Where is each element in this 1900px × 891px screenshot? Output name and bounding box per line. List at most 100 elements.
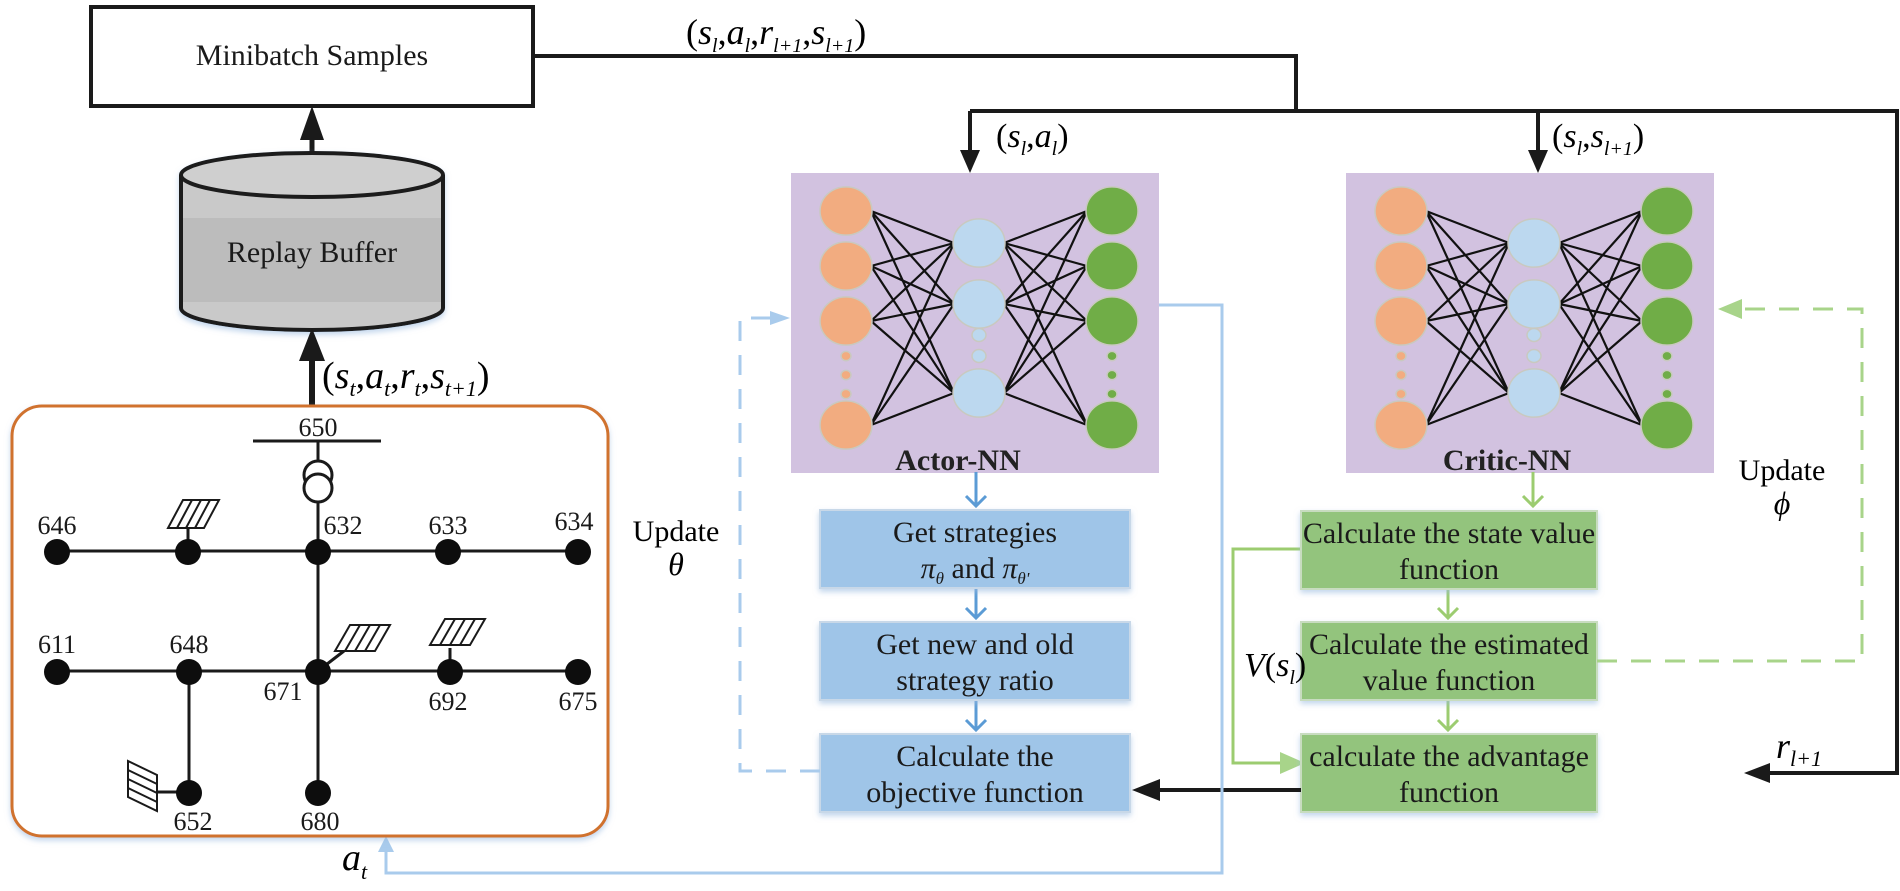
value-label: V(sl)	[1244, 647, 1306, 689]
critic-nn-edge	[1425, 265, 1510, 394]
actor-nn-edge	[1003, 241, 1088, 268]
bus-label-646: 646	[38, 511, 77, 540]
actor-nn-output-node	[1085, 241, 1139, 291]
actor-nn-edge	[870, 209, 955, 245]
bus-label-692: 692	[429, 687, 468, 716]
critic-step-state-value: Calculate the state value function	[1300, 510, 1598, 590]
svg-text:strategy ratio: strategy ratio	[896, 664, 1053, 697]
critic-nn-input-node	[1374, 296, 1428, 346]
bus-label-611: 611	[38, 630, 76, 659]
critic-nn-ellipsis-dot	[1395, 388, 1407, 400]
critic-nn-input-node	[1374, 400, 1428, 450]
critic-nn-edge	[1558, 210, 1643, 305]
pv-panel-icon	[333, 624, 392, 652]
actor-nn-ellipsis-dot	[1106, 388, 1118, 400]
actor-nn-hidden-node	[952, 279, 1006, 329]
critic-nn-edge	[1425, 302, 1510, 323]
critic-nn-edge	[1558, 303, 1643, 426]
actor-nn-hidden-node	[952, 218, 1006, 268]
critic-nn-ellipsis-dot	[1661, 369, 1673, 381]
actor-nn-edge	[870, 265, 955, 394]
actor-input-arrowhead	[960, 150, 980, 173]
action-label: at	[342, 837, 368, 884]
actor-nn-ellipsis-dot	[840, 369, 852, 381]
critic-nn-edge	[1558, 265, 1643, 394]
actor-nn-edge	[870, 302, 955, 323]
svg-text:function: function	[1399, 553, 1499, 586]
critic-step-estimated-value: Calculate the estimated value function	[1300, 621, 1598, 701]
update-phi-loop	[1597, 307, 1864, 663]
minibatch-tuple-label: (sl,al,rl+1,sl+1)	[686, 12, 866, 57]
critic-nn-input-node	[1374, 186, 1428, 236]
critic-step-advantage: calculate the advantage function	[1300, 733, 1598, 813]
minibatch-output-line	[533, 54, 1899, 775]
critic-nn-edge	[1425, 241, 1510, 268]
bus-634	[565, 539, 591, 565]
replay-buffer-cylinder	[179, 151, 445, 332]
critic-nn-ellipsis-dot	[1395, 369, 1407, 381]
actor-nn-ellipsis-dot	[1106, 369, 1118, 381]
svg-text:Calculate the: Calculate the	[896, 740, 1053, 773]
bus-633	[435, 539, 461, 565]
actor-nn-input-node	[819, 400, 873, 450]
critic-nn-hidden-node	[1507, 218, 1561, 268]
actor-step-strategy-ratio: Get new and old strategy ratio	[819, 621, 1131, 701]
svg-text:Get strategies: Get strategies	[893, 516, 1057, 549]
pv-panel-icon	[428, 618, 487, 646]
bus-671	[305, 659, 331, 685]
critic-nn-edge	[1425, 209, 1510, 245]
update-theta-word: Update	[633, 515, 720, 548]
actor-nn-edge	[1002, 242, 1089, 426]
bus-label-652: 652	[174, 807, 213, 836]
update-phi-symbol: ϕ	[1774, 485, 1791, 521]
actor-nn-title: Actor-NN	[895, 444, 1021, 477]
actor-nn-panel	[791, 173, 1159, 473]
env-to-buffer-arrow	[299, 328, 325, 406]
actor-input-label: (sl,al)	[996, 118, 1069, 160]
actor-nn-input-node	[819, 296, 873, 346]
actor-nn-ellipsis-dot	[840, 388, 852, 400]
bus-label-680: 680	[301, 807, 340, 836]
bus-label-650: 650	[299, 413, 338, 442]
svg-text:objective function: objective function	[866, 776, 1083, 809]
bus-label-675: 675	[559, 687, 598, 716]
critic-nn-ellipsis-dot	[1661, 388, 1673, 400]
critic-nn-ellipsis-dot	[1526, 327, 1542, 343]
minibatch-samples-label: Minibatch Samples	[196, 39, 428, 72]
bus-label-633: 633	[429, 511, 468, 540]
critic-nn-edge	[1557, 242, 1644, 426]
actor-nn-ellipsis-dot	[840, 350, 852, 362]
svg-text:πθ and πθ': πθ and πθ'	[921, 552, 1030, 588]
critic-nn-edge	[1424, 242, 1511, 426]
actor-nn-input-node	[819, 186, 873, 236]
actor-nn-edge	[870, 242, 955, 322]
reward-arrowhead	[1744, 763, 1770, 783]
reward-label: rl+1	[1776, 726, 1822, 771]
critic-nn-edge	[1557, 210, 1644, 394]
actor-nn-edge	[870, 210, 955, 305]
critic-input-arrowhead	[1528, 150, 1548, 173]
bus-692	[437, 659, 463, 685]
actor-nn-edge	[1003, 320, 1088, 394]
critic-nn-edge	[1558, 209, 1643, 245]
critic-nn-edge	[1425, 391, 1510, 427]
power-grid-environment: 650 646 632 633 634 611 648 671 692 675 …	[10, 404, 610, 838]
actor-nn-edge	[1003, 210, 1088, 305]
minibatch-samples-box: Minibatch Samples	[89, 5, 535, 108]
bus-label-671: 671	[264, 677, 303, 706]
actor-step-get-strategies: Get strategies πθ and πθ'	[819, 509, 1131, 589]
bus-632	[305, 539, 331, 565]
critic-nn-connections	[1424, 209, 1644, 427]
update-theta-loop	[738, 316, 820, 773]
actor-nn-edge	[1002, 210, 1089, 394]
bus-label-634: 634	[555, 507, 594, 536]
actor-nn-edge	[870, 320, 955, 394]
actor-nn-edge	[1003, 264, 1088, 306]
actor-step-objective-function: Calculate the objective function	[819, 733, 1131, 813]
critic-nn-ellipsis-dot	[1661, 350, 1673, 362]
actor-nn-output-node	[1085, 186, 1139, 236]
actor-nn-edge	[869, 242, 956, 426]
critic-nn-edge	[1558, 320, 1643, 394]
critic-nn-edge	[1425, 320, 1510, 394]
actor-nn-hidden-node	[952, 368, 1006, 418]
